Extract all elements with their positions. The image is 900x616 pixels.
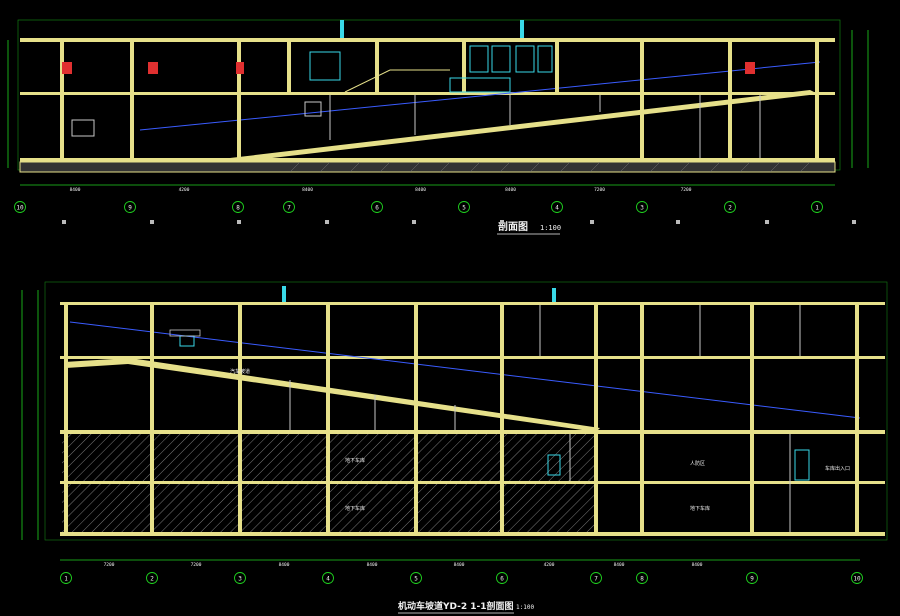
top-dimension-row: 8400 4200 8400 8400 8400 7200 7200 [70, 187, 692, 193]
room-label-garage-2: 地下车库 [345, 505, 365, 512]
bottom-axis-bubble [234, 572, 246, 584]
bottom-dimension-label: 7200 [104, 562, 115, 568]
top-axis-label: 10 [16, 204, 24, 211]
bottom-dimension-row: 7200 7200 8400 8400 8400 4200 8400 8400 [104, 562, 703, 568]
top-axis-label: 3 [640, 204, 644, 211]
top-dimension-label: 8400 [302, 187, 313, 193]
bottom-axis-row: 1 2 3 4 5 6 7 8 9 10 [60, 572, 863, 584]
top-axis-label: 4 [555, 204, 559, 211]
bottom-axis-label: 8 [640, 575, 644, 582]
top-section-title: 剖面图 [498, 220, 528, 233]
top-section-scale: 1:100 [540, 224, 561, 232]
bottom-axis-label: 5 [414, 575, 418, 582]
room-label-garage-3: 地下车库 [690, 505, 710, 512]
room-label-garage-1: 地下车库 [345, 457, 365, 464]
top-axis-label: 9 [128, 204, 132, 211]
bottom-axis-label: 10 [853, 575, 861, 582]
top-section: 10 9 8 7 6 5 4 3 2 1 8400 4200 8400 8400 8400 7200 7200… [7, 19, 869, 235]
bottom-axis-bubble [410, 572, 422, 584]
bottom-axis-bubble [322, 572, 334, 584]
top-axis-bubble [551, 201, 563, 213]
bottom-dimension-label: 4200 [544, 562, 555, 568]
bottom-dimension-label: 7200 [191, 562, 202, 568]
top-dimension-label: 7200 [681, 187, 692, 193]
bottom-section-title: 机动车坡道YD-2 1-1剖面图 [398, 600, 514, 612]
bottom-section-scale: 1:100 [516, 604, 534, 611]
bottom-axis-label: 9 [750, 575, 754, 582]
top-axis-label: 1 [815, 204, 819, 211]
top-axis-bubble [14, 201, 26, 213]
top-axis-bubble [124, 201, 136, 213]
bottom-axis-label: 3 [238, 575, 242, 582]
room-label-civil-defense: 人防区 [690, 460, 705, 467]
top-axis-bubble [232, 201, 244, 213]
top-dimension-label: 8400 [505, 187, 516, 193]
bottom-axis-bubble [636, 572, 648, 584]
top-axis-label: 8 [236, 204, 240, 211]
bottom-axis-bubble [746, 572, 758, 584]
bottom-axis-label: 1 [64, 575, 68, 582]
top-axis-bubble [283, 201, 295, 213]
bottom-axis-label: 7 [594, 575, 598, 582]
bottom-dimension-label: 8400 [614, 562, 625, 568]
top-dimension-label: 8400 [70, 187, 81, 193]
bottom-axis-bubble [146, 572, 158, 584]
bottom-axis-bubble [851, 572, 863, 584]
top-axis-label: 7 [287, 204, 291, 211]
bottom-axis-bubble [590, 572, 602, 584]
top-axis-label: 5 [462, 204, 466, 211]
top-dimension-label: 7200 [594, 187, 605, 193]
bottom-axis-bubble [60, 572, 72, 584]
bottom-axis-label: 4 [326, 575, 330, 582]
bottom-dimension-label: 8400 [454, 562, 465, 568]
top-axis-bubble [724, 201, 736, 213]
room-label-ramp: 汽车坡道 [230, 368, 250, 375]
top-axis-bubble [636, 201, 648, 213]
bottom-dimension-label: 8400 [692, 562, 703, 568]
room-label-entrance: 车库出入口 [825, 465, 850, 472]
top-axis-label: 6 [375, 204, 379, 211]
top-axis-row: 10 9 8 7 6 5 4 3 2 1 [14, 201, 823, 213]
top-dimension-label: 4200 [179, 187, 190, 193]
top-dimension-label: 8400 [415, 187, 426, 193]
bottom-axis-bubble [496, 572, 508, 584]
top-axis-bubble [371, 201, 383, 213]
bottom-dimension-label: 8400 [279, 562, 290, 568]
bottom-axis-label: 2 [150, 575, 154, 582]
top-axis-label: 2 [728, 204, 732, 211]
top-axis-bubble [811, 201, 823, 213]
bottom-axis-label: 6 [500, 575, 504, 582]
bottom-dimension-label: 8400 [367, 562, 378, 568]
top-axis-bubble [458, 201, 470, 213]
